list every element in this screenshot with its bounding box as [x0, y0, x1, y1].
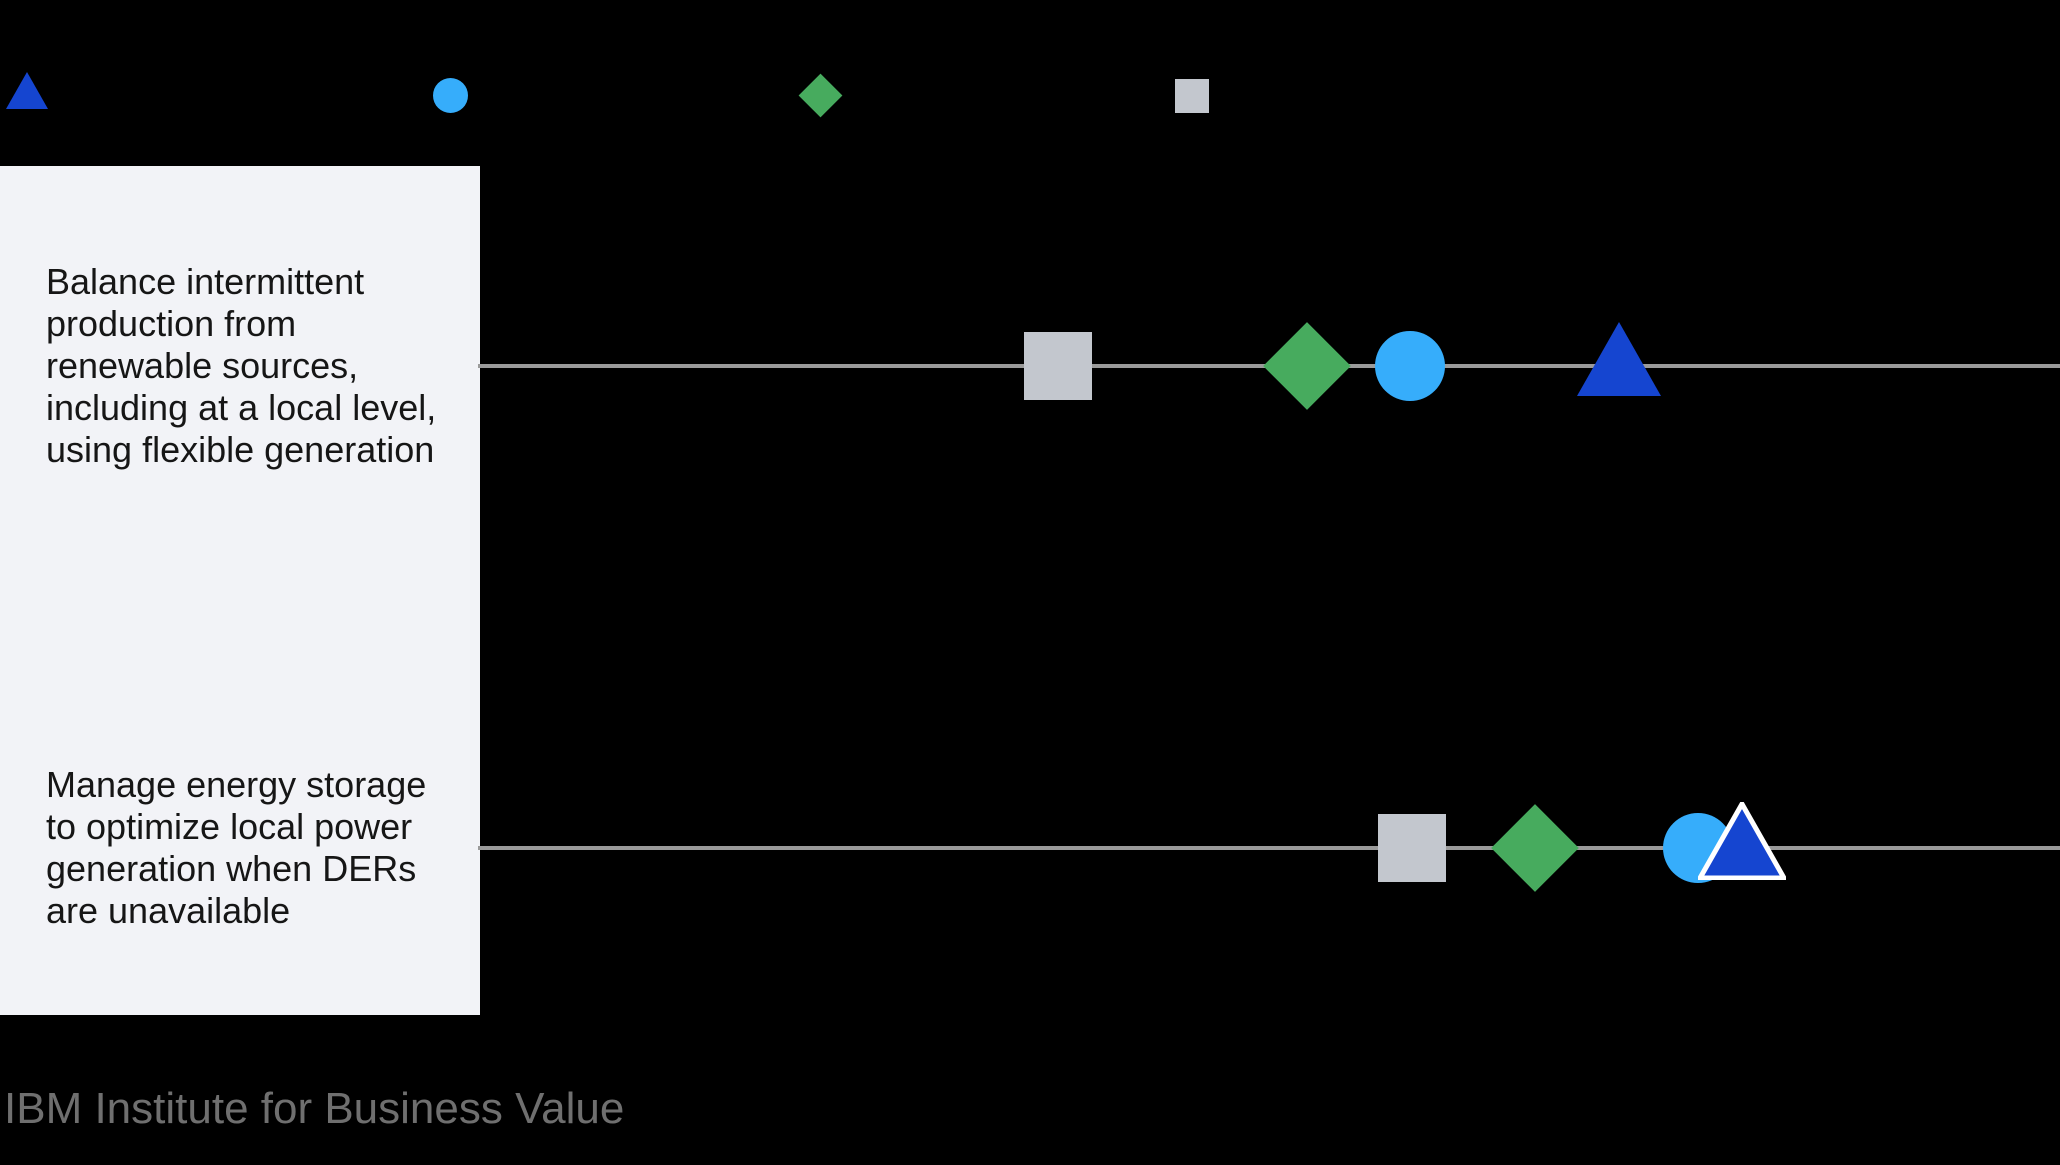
row-label-panel	[0, 166, 480, 1015]
legend-triangle-marker	[6, 71, 48, 109]
row-triangle-marker	[1698, 802, 1786, 880]
row-triangle-marker	[1577, 322, 1661, 396]
row-circle-marker	[1375, 331, 1445, 401]
row-square-marker	[1378, 814, 1446, 882]
legend-circle-marker	[432, 77, 468, 113]
row-label-balance-production: Balance intermittent production from ren…	[46, 261, 437, 470]
row-square-marker	[1024, 332, 1092, 400]
legend-square-marker	[1175, 79, 1209, 113]
legend-diamond-marker	[798, 73, 842, 117]
row-line	[478, 846, 2060, 850]
row-label-manage-storage: Manage energy storage to optimize local …	[46, 764, 427, 931]
row-diamond-marker	[1263, 322, 1351, 410]
row-diamond-marker	[1491, 804, 1579, 892]
source-credit: IBM Institute for Business Value	[4, 1084, 625, 1133]
